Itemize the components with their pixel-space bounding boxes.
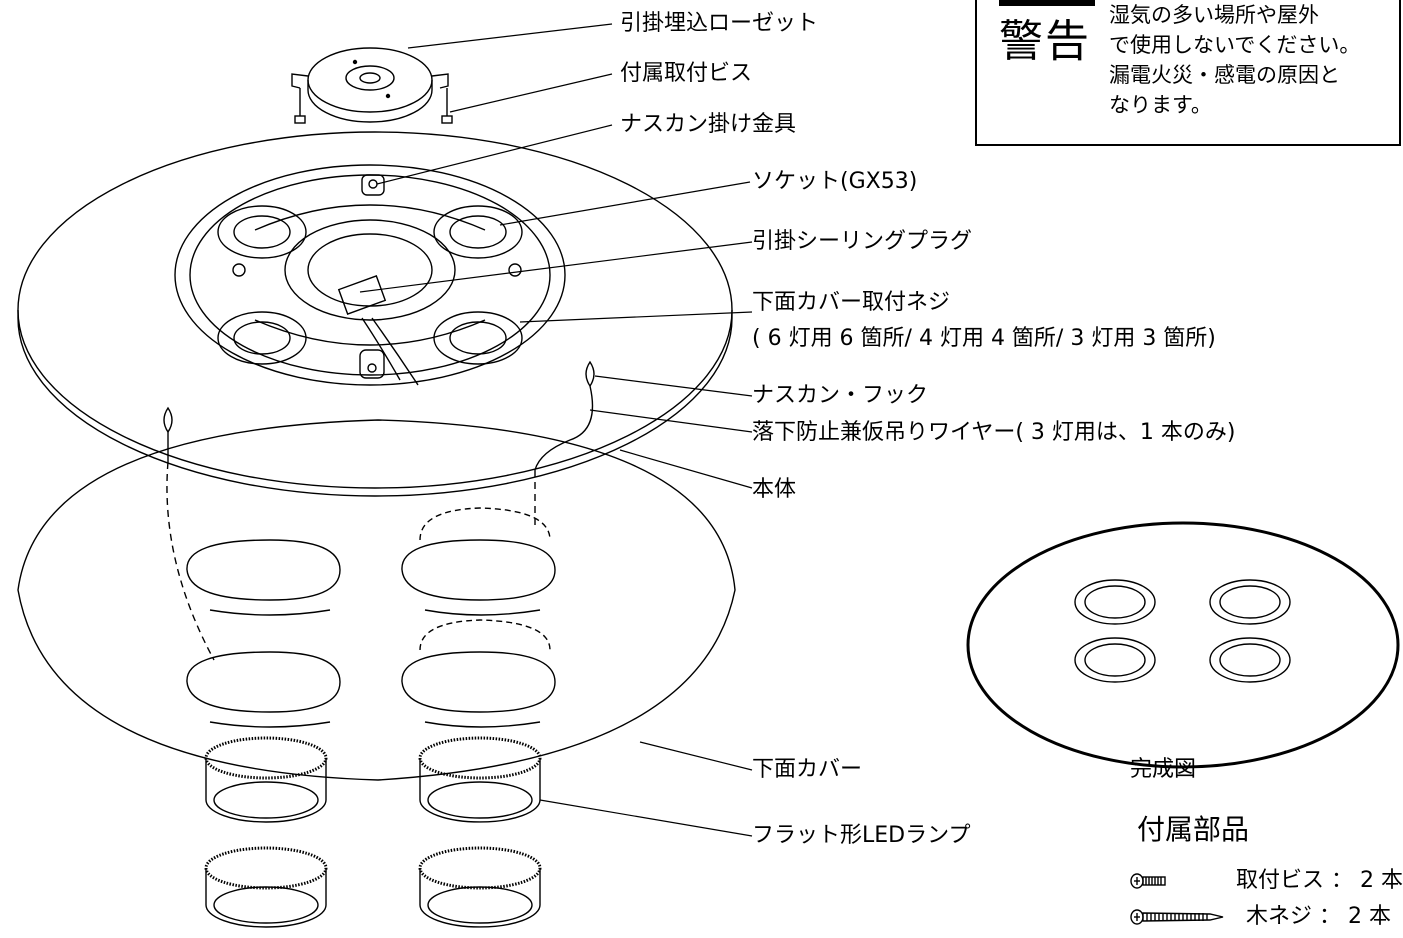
warning-title: 警告 — [999, 16, 1091, 67]
screw-icon — [1130, 873, 1166, 889]
accessory-name: 木ネジ — [1246, 904, 1313, 929]
body-drawing — [17, 131, 733, 497]
label-wire: 落下防止兼仮吊りワイヤー( 3 灯用は、1 本のみ) — [752, 420, 1236, 445]
accessory-sep: ： — [1331, 868, 1354, 893]
label-bottom-cover: 下面カバー — [752, 757, 863, 782]
bottom-cover-drawing — [17, 419, 736, 781]
completed-label: 完成図 — [1130, 757, 1197, 782]
warning-tab — [999, 0, 1095, 6]
accessory-row: 取付ビス ： 2 本 — [1130, 868, 1403, 894]
leader-lines — [359, 23, 753, 837]
label-socket: ソケット(GX53) — [752, 169, 918, 194]
rosette-drawing — [291, 47, 453, 124]
label-nasukan-bracket: ナスカン掛け金具 — [620, 112, 797, 137]
label-cover-screw-note: ( 6 灯用 6 箇所/ 4 灯用 4 箇所/ 3 灯用 3 箇所) — [752, 326, 1216, 351]
label-rosette: 引掛埋込ローゼット — [620, 11, 819, 36]
led-lamps-drawing — [204, 736, 542, 928]
label-led-lamp: フラット形LEDランプ — [752, 823, 971, 848]
accessory-qty: 2 本 — [1360, 868, 1403, 893]
hooks-drawing — [163, 360, 595, 661]
accessories-title: 付属部品 — [1137, 813, 1250, 846]
accessory-qty: 2 本 — [1348, 904, 1392, 929]
label-cover-screw: 下面カバー取付ネジ — [752, 290, 951, 315]
warning-text: 湿気の多い場所や屋外 で使用しないでください。 漏電火災・感電の原因と なります… — [1109, 3, 1361, 117]
accessory-name: 取付ビス — [1236, 868, 1325, 893]
warning-box: 警告 湿気の多い場所や屋外 で使用しないでください。 漏電火災・感電の原因と な… — [975, 0, 1401, 146]
label-plug: 引掛シーリングプラグ — [752, 229, 973, 254]
label-body: 本体 — [752, 477, 797, 502]
accessory-sep: ： — [1319, 904, 1342, 929]
label-hook: ナスカン・フック — [752, 383, 929, 408]
label-screws: 付属取付ビス — [620, 61, 753, 86]
wood-screw-icon — [1130, 909, 1224, 925]
accessory-row: 木ネジ ： 2 本 — [1130, 904, 1391, 930]
completed-view-drawing — [966, 521, 1400, 769]
